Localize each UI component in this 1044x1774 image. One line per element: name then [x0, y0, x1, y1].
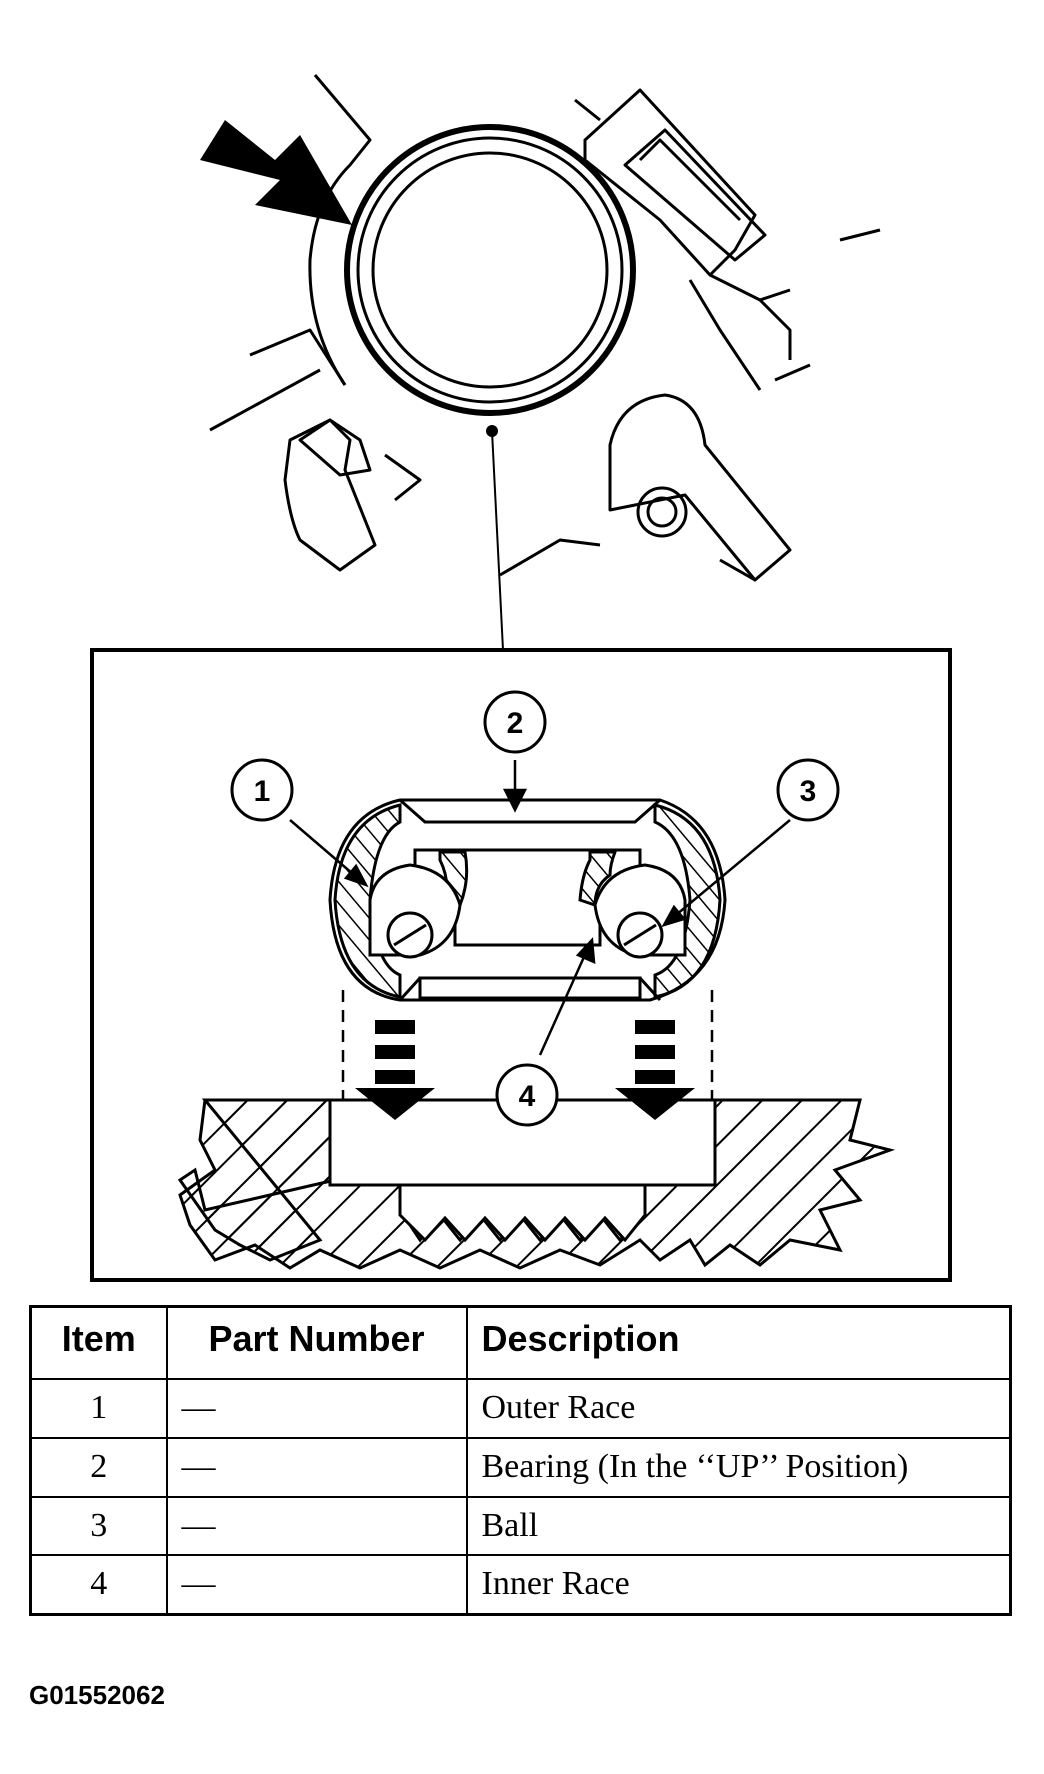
svg-text:2: 2 — [507, 707, 524, 740]
callout-1: 1 — [230, 758, 294, 822]
table-row: 4 — Inner Race — [29, 1554, 1012, 1616]
callout-2: 2 — [483, 690, 547, 754]
bearing-diagram: 1 2 3 4 — [90, 74, 952, 1282]
header-description: Description — [465, 1305, 1012, 1380]
cell-part-number: — — [165, 1378, 468, 1439]
callout-3: 3 — [776, 758, 840, 822]
table-row: 3 — Ball — [29, 1495, 1012, 1557]
table-row: 2 — Bearing (In the ‘‘UP’’ Position) — [29, 1436, 1012, 1498]
cell-description: Outer Race — [465, 1378, 1012, 1439]
table-row: 1 — Outer Race — [29, 1378, 1012, 1439]
detail-leader — [486, 425, 504, 651]
header-part-number: Part Number — [165, 1305, 468, 1380]
cell-item: 3 — [29, 1495, 168, 1557]
cell-description: Ball — [465, 1495, 1012, 1557]
bearing-cross-section — [328, 798, 727, 1002]
parts-table: Item Part Number Description 1 — Outer R… — [29, 1305, 1012, 1617]
bearing-ring — [344, 124, 636, 416]
cell-part-number: — — [165, 1554, 468, 1616]
cell-part-number: — — [165, 1436, 468, 1498]
housing-view — [209, 74, 881, 582]
down-arrow-right — [615, 1020, 695, 1120]
cell-item: 2 — [29, 1436, 168, 1498]
callout-leaders — [289, 760, 791, 1056]
cell-part-number: — — [165, 1495, 468, 1557]
cell-description: Bearing (In the ‘‘UP’’ Position) — [465, 1436, 1012, 1498]
cell-description: Inner Race — [465, 1554, 1012, 1616]
svg-text:4: 4 — [519, 1080, 536, 1113]
down-arrow-left — [355, 1020, 435, 1120]
table-header-row: Item Part Number Description — [29, 1305, 1012, 1380]
cell-item: 1 — [29, 1378, 168, 1439]
callout-4: 4 — [495, 1063, 559, 1127]
location-arrow — [200, 120, 352, 225]
svg-text:1: 1 — [254, 775, 271, 808]
svg-text:3: 3 — [800, 775, 817, 808]
figure-id: G01552062 — [29, 1680, 165, 1710]
header-item: Item — [29, 1305, 168, 1380]
detail-frame — [90, 648, 952, 1282]
cell-item: 4 — [29, 1554, 168, 1616]
